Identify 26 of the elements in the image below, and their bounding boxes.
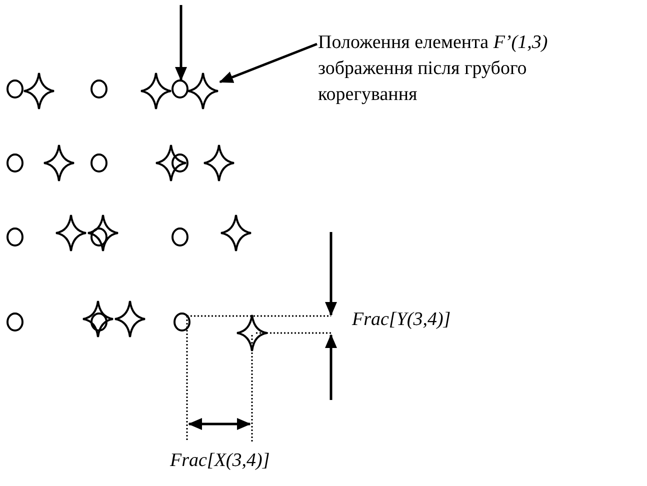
- star-marker: [203, 144, 235, 182]
- leader-arrow: [219, 42, 318, 84]
- star-marker: [43, 144, 75, 182]
- circle-marker: [6, 80, 24, 98]
- circle-marker: [172, 228, 188, 246]
- circle-marker: [172, 80, 188, 98]
- circle-marker: [90, 80, 108, 98]
- circle-marker: [6, 154, 24, 172]
- callout-text: Положення елемента F’(1,3) зображення після грубого корегування: [318, 30, 580, 108]
- dimension-label: Frac[X(3,4)]: [170, 449, 270, 473]
- star-marker: [140, 72, 172, 110]
- circle-marker: [174, 312, 190, 332]
- star-marker: [236, 314, 268, 352]
- star-marker: [114, 300, 146, 338]
- star-marker: [82, 300, 114, 338]
- star-marker: [187, 72, 219, 110]
- circle-marker: [90, 154, 108, 172]
- circle-marker: [6, 228, 24, 246]
- star-marker: [23, 72, 55, 110]
- star-marker: [55, 214, 87, 252]
- star-marker: [155, 144, 187, 182]
- dimension-label: Frac[Y(3,4)]: [352, 308, 451, 332]
- arrow: [175, 5, 187, 81]
- circle-marker: [6, 312, 24, 332]
- star-marker: [87, 214, 119, 252]
- star-marker: [220, 214, 252, 252]
